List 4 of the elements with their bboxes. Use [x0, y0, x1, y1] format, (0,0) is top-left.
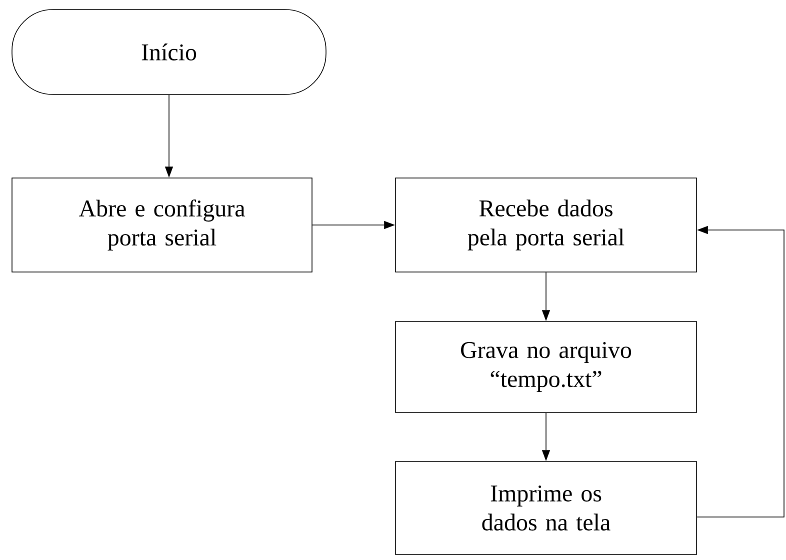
process-box: Abre e configura porta serial [12, 178, 312, 272]
process-box: Grava no arquivo “tempo.txt” [395, 321, 697, 413]
process-box: Imprime os dados na tela [395, 461, 697, 555]
process-box: Recebe dados pela porta serial [395, 178, 697, 272]
